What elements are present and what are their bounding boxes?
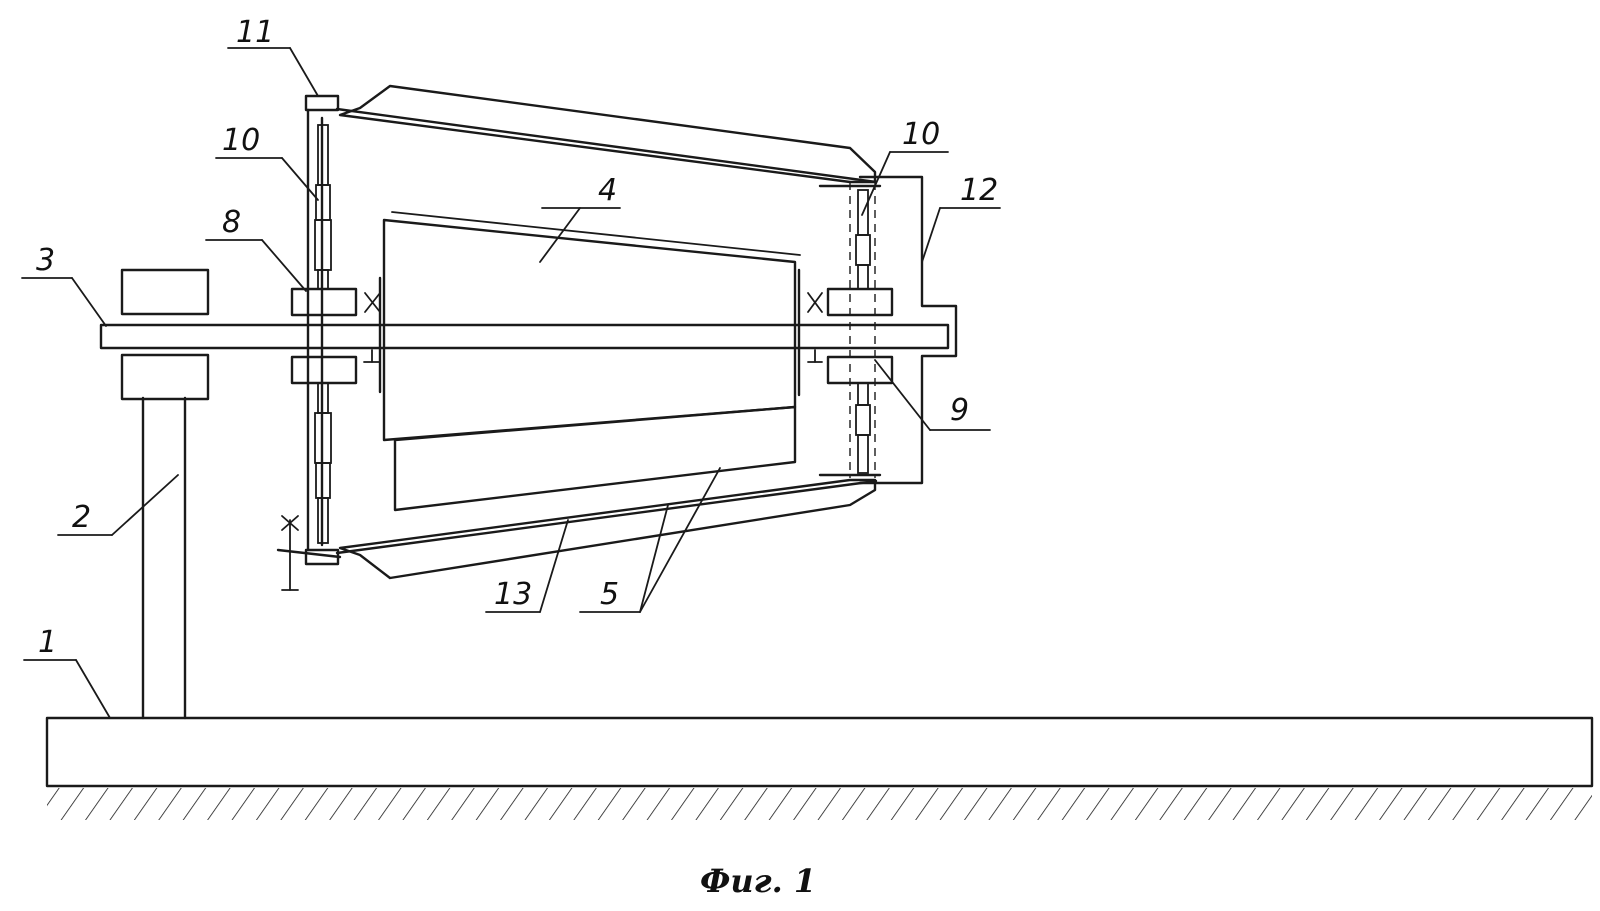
adjust-mark-left [276, 515, 342, 591]
figure-caption: Фиг. 1 [700, 862, 816, 900]
right-disc [797, 268, 823, 397]
label-3: 3 [36, 243, 55, 278]
label-4: 4 [598, 173, 617, 208]
label-11: 11 [236, 15, 274, 50]
part-labels: 11 10 8 3 2 1 4 13 5 10 12 9 [36, 15, 998, 660]
right-spokes [818, 184, 882, 477]
left-bearing [290, 287, 358, 385]
outer-shell [335, 84, 878, 580]
label-10-right: 10 [902, 117, 940, 152]
left-frame [304, 94, 340, 566]
label-12: 12 [960, 173, 998, 208]
inner-plate [393, 405, 797, 512]
label-9: 9 [950, 393, 969, 428]
label-5: 5 [600, 577, 619, 612]
shaft [99, 323, 950, 350]
stand-bearing [120, 268, 210, 401]
label-2: 2 [72, 500, 91, 535]
leader-lines [21, 47, 1001, 719]
label-8: 8 [222, 205, 241, 240]
label-10-left: 10 [222, 123, 260, 158]
label-13: 13 [494, 577, 532, 612]
label-1: 1 [38, 625, 57, 660]
left-spokes [314, 124, 332, 544]
left-disc [363, 276, 382, 394]
housing [858, 175, 958, 485]
stand [141, 396, 187, 720]
right-bearing [826, 182, 894, 478]
base-plate [45, 716, 1594, 820]
